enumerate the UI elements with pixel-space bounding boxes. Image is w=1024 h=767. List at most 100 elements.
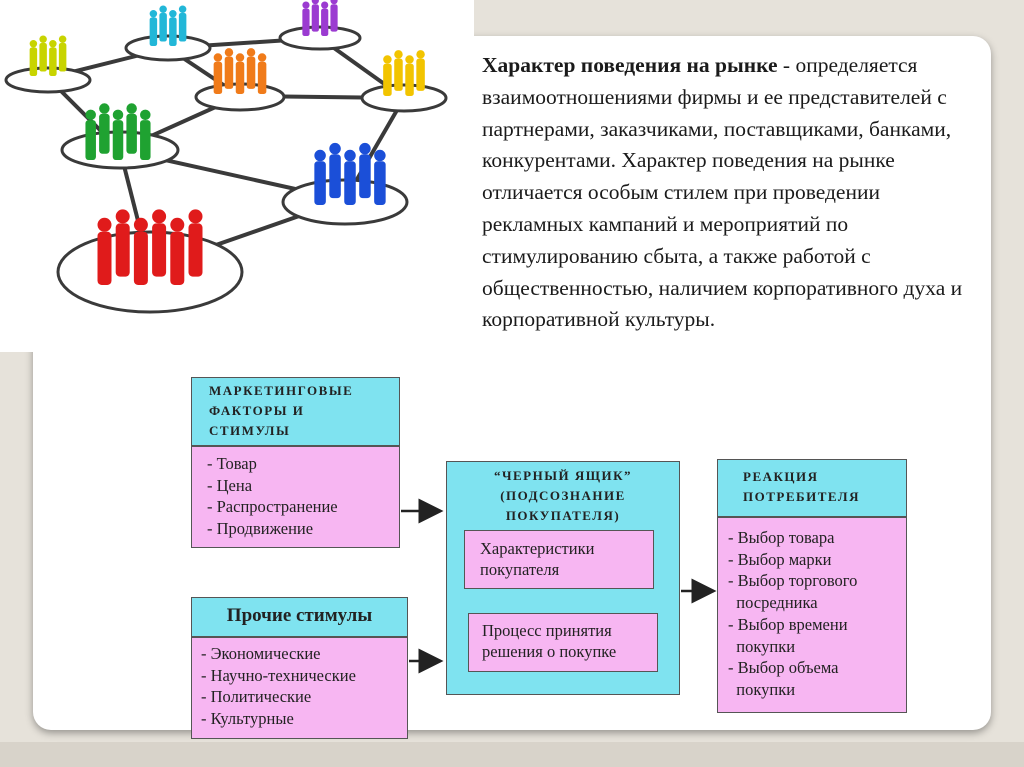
person-head [374,149,386,162]
person-head [115,209,130,224]
person-body [188,223,203,277]
person-head [246,48,256,57]
person-head [58,35,67,43]
person-body [213,61,223,94]
consumer-reaction-header: РЕАКЦИЯ ПОТРЕБИТЕЛЯ [717,459,907,517]
person-head [394,50,403,59]
person-body [416,58,425,91]
people-group-icon [97,209,203,285]
person-head [169,10,177,18]
person-head [39,35,47,43]
person-head [302,1,310,9]
list-item: - Выбор торгового [728,571,858,591]
person-body [126,113,137,154]
person-head [359,142,371,155]
person-body [246,56,256,89]
other-stimuli-list: - Экономические - Научно-технические - П… [191,637,408,739]
blackbox-header-line-1: “ЧЕРНЫЙ ЯЩИК” [493,468,633,483]
list-item: - Политические [201,687,312,707]
person-body [49,47,57,76]
person-body [311,4,319,32]
person-body [359,154,371,199]
person-body [97,231,112,285]
list-item: - Научно-технические [201,665,356,685]
paragraph-heading: Характер поведения на рынке [482,53,778,77]
person-head [178,5,187,13]
reaction-header-line-1: РЕАКЦИЯ [743,469,819,484]
network-illustration [0,0,474,352]
list-item: - Выбор времени [728,614,848,634]
list-item: - Цена [207,475,253,495]
marketing-factors-header: МАРКЕТИНГОВЫЕ ФАКТОРЫ И СТИМУЛЫ [191,377,400,446]
person-body [383,63,392,96]
list-item: посредника [728,593,818,613]
people-group-icon [149,5,187,46]
person-body [39,43,47,72]
person-head [188,209,203,224]
list-item: - Товар [207,454,257,473]
person-body [149,17,158,46]
reaction-header-line-2: ПОТРЕБИТЕЛЯ [743,489,860,504]
person-body [133,231,148,285]
list-item: покупки [728,636,796,656]
bottom-bar [0,742,1024,767]
person-head [235,53,245,62]
list-item: покупки [728,679,796,699]
people-group-icon [213,48,267,94]
list-item: - Продвижение [207,519,314,539]
buyer-characteristics-line-2: покупателя [480,560,560,579]
person-body [374,161,386,205]
person-body [235,61,245,94]
person-head [213,53,223,62]
people-group-icon [314,142,386,205]
person-head [99,103,110,114]
buyer-characteristics-box: Характеристики покупателя [464,530,654,589]
person-head [152,209,167,224]
person-head [97,217,112,232]
marketing-header-line-3: СТИМУЛЫ [209,423,291,438]
person-head [416,50,425,59]
other-stimuli-header: Прочие стимулы [191,597,408,637]
person-body [140,120,151,160]
person-body [58,43,67,72]
person-head [311,0,319,5]
person-head [159,5,167,13]
person-body [257,61,267,94]
decision-process-line-1: Процесс принятия [482,621,612,640]
person-head [85,109,96,121]
description-paragraph: Характер поведения на рынке - определяет… [482,50,982,336]
paragraph-text: определяется взаимоотношениями фирмы и е… [482,53,963,332]
list-item: - Экономические [201,644,321,663]
person-head [321,1,329,9]
person-head [344,149,356,162]
list-item: - Культурные [201,709,294,729]
person-head [330,0,338,5]
person-body [170,231,185,285]
person-head [314,149,326,162]
person-head [126,103,137,114]
person-body [152,223,167,277]
person-head [170,217,185,232]
people-group-icon [85,103,151,160]
person-body [169,17,177,46]
people-group-icon [29,35,67,76]
people-network-image [4,0,448,314]
buyer-characteristics-line-1: Характеристики [480,539,595,558]
person-body [224,56,234,89]
paragraph-dash: - [777,53,796,77]
person-head [133,217,148,232]
people-group-icon [383,50,425,96]
person-body [99,113,110,154]
blackbox-header-line-2: (ПОДСОЗНАНИЕ [500,488,626,503]
person-body [115,223,130,277]
marketing-header-line-2: ФАКТОРЫ И [209,403,305,418]
consumer-reaction-list: - Выбор товара - Выбор марки - Выбор тор… [717,517,907,713]
person-body [314,161,326,205]
person-body [302,8,310,37]
person-head [383,55,392,64]
people-groups [29,0,425,285]
people-group-icon [302,0,338,37]
list-item: - Выбор марки [728,549,832,569]
person-head [29,40,38,48]
person-head [140,109,151,121]
